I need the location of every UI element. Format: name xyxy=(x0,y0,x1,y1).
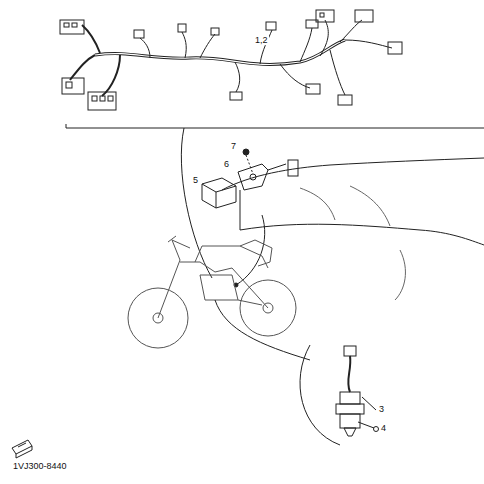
bracket xyxy=(238,164,286,190)
part-code: 1VJ300-8440 xyxy=(12,462,68,471)
panel-outline xyxy=(240,224,484,245)
bolt xyxy=(243,149,253,174)
group-line xyxy=(66,124,484,128)
panel-outline xyxy=(222,158,484,190)
callout-number: 3 xyxy=(378,405,385,414)
switch xyxy=(336,346,376,436)
page-icon xyxy=(12,440,32,458)
leader-line xyxy=(215,300,310,360)
wire-harness xyxy=(60,10,402,110)
callout-number: 5 xyxy=(192,176,199,185)
panel-outline xyxy=(240,190,241,230)
callout-number: 4 xyxy=(380,424,387,433)
mount-tab xyxy=(288,160,298,176)
motorcycle xyxy=(128,236,296,348)
callout-number: 1,2 xyxy=(254,36,269,45)
callout-number: 6 xyxy=(223,160,230,169)
group-line xyxy=(300,345,340,445)
callout-number: 7 xyxy=(230,142,237,151)
screw xyxy=(358,422,379,432)
leader-line xyxy=(236,215,265,285)
relay xyxy=(202,178,236,208)
